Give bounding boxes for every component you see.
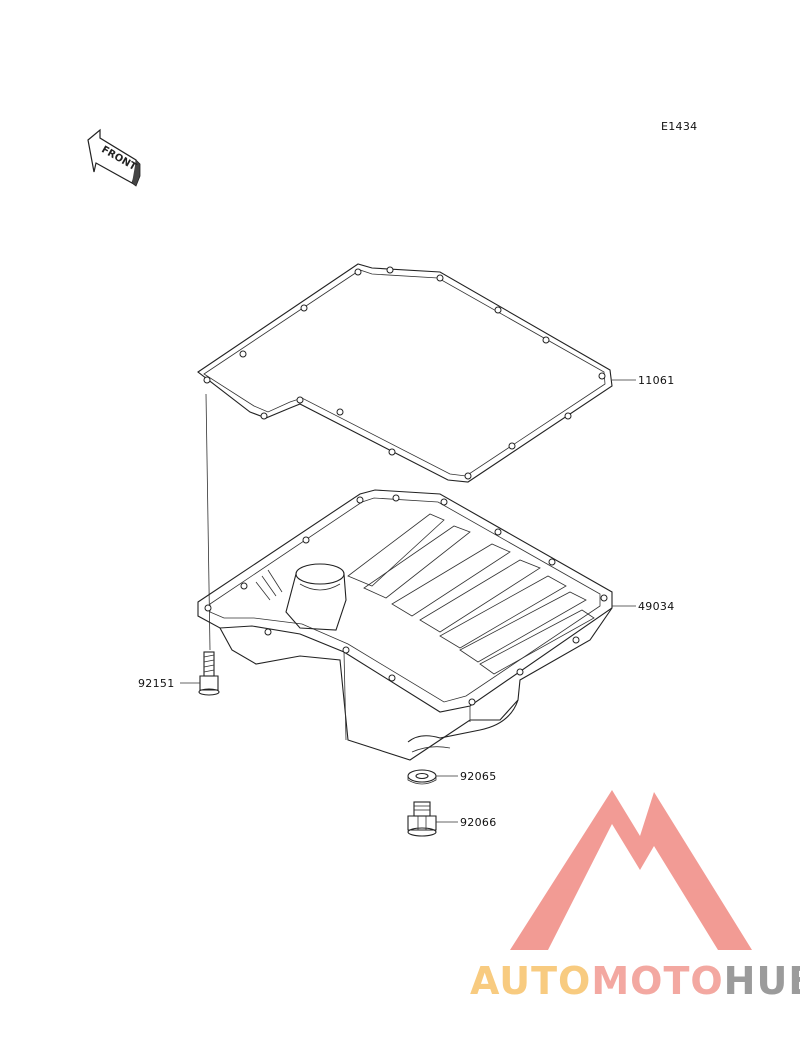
part-label-92065: 92065 [460,770,497,783]
front-arrow-icon: FRONT [87,128,141,187]
part-label-11061: 11061 [638,374,675,387]
watermark-hub: HUB [724,959,800,1003]
bolt-92151 [198,651,220,696]
gasket-11061 [197,263,613,483]
part-label-92151: 92151 [138,677,175,690]
drain-plug-92066 [407,801,437,837]
oil-pan-49034 [197,489,613,761]
washer-92065 [407,769,437,785]
part-label-92066: 92066 [460,816,497,829]
watermark-moto: MOTO [591,959,723,1003]
part-label-49034: 49034 [638,600,675,613]
watermark-auto: AUTO [470,959,591,1003]
watermark-triangle-icon [510,790,752,950]
watermark-logo: AUTOMOTOHUB [470,790,800,1003]
pickup-boss [285,563,347,631]
diagram-code: E1434 [661,120,697,133]
svg-text:AUTOMOTOHUB: AUTOMOTOHUB [470,959,800,1003]
